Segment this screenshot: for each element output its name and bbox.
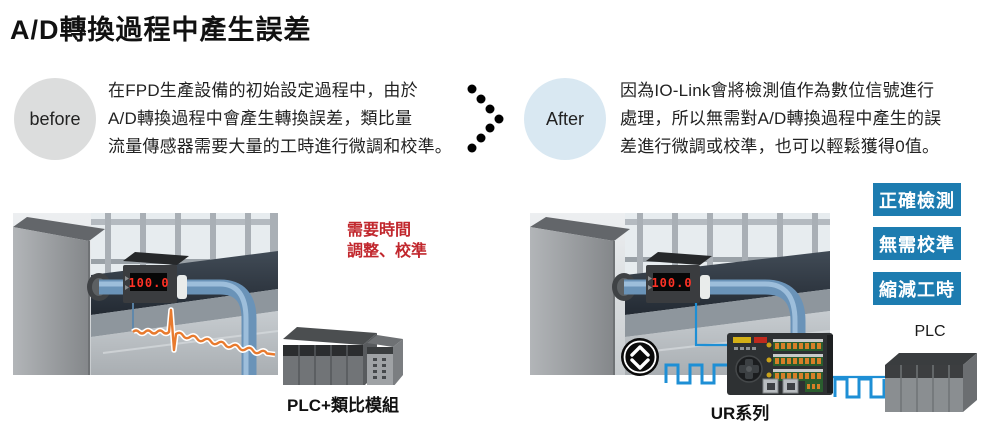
sensor-display-value: 100.0 [128,276,169,290]
after-badge: After [524,78,606,160]
plc-label: PLC [914,323,946,340]
pipe [99,279,257,375]
io-link-icon [621,338,659,376]
before-badge: before [14,78,96,160]
flow-sensor: 100.0 [646,252,712,303]
window-wall [91,213,278,275]
before-line-2: A/D轉換過程中會產生轉換誤差，類比量 [108,109,413,128]
wall-block [13,217,105,375]
sensor-screen [130,273,167,291]
right-caption: UR系列 [710,404,770,423]
page-title: A/D轉換過程中產生誤差 [10,15,312,45]
plc-box [885,353,977,412]
before-illustration: 100.0 [13,213,403,385]
annotation-line-2: 調整、校準 [347,243,428,260]
plc-analog-modules [283,327,403,385]
analog-signal-wave [131,307,276,358]
benefit-tag-no-calibration: 無需校準 [873,227,961,260]
chevron-right-dots-icon [467,84,504,153]
time-cost-annotation: 需要時間 調整、校準 [347,220,427,262]
analog-module [367,335,403,385]
ethernet-ports [762,378,799,394]
flow-sensor: 100.0 [123,252,189,303]
annotation-line-1: 需要時間 [347,222,412,239]
after-line-3: 差進行微調或校準，也可以輕鬆獲得0值。 [620,137,940,156]
after-description: 因為IO-Link會將檢測值作為數位信號進行 處理，所以無需對A/D轉換過程中產… [620,77,941,161]
sensor-display-value: 100.0 [651,276,692,290]
digital-signal-wiring [664,303,890,399]
benefit-tag-accurate-detection: 正確檢測 [873,183,961,216]
plc-rack [283,327,377,385]
ur-series-controller [727,333,833,395]
after-line-2: 處理，所以無需對A/D轉換過程中產生的誤 [620,109,942,128]
before-badge-label: before [29,108,81,129]
after-badge-label: After [545,108,584,129]
label-strip-yellow [733,337,751,343]
factory-photo-left: 100.0 [13,213,278,375]
terminal-rows [766,339,823,381]
pipe [624,279,806,375]
wall-block [530,217,630,375]
power-terminal [805,381,823,392]
label-strip-red [754,337,767,343]
benefit-tag-reduced-manhours: 縮減工時 [873,272,961,305]
sensor-screen [653,273,690,291]
dpad-control [735,355,763,383]
before-line-1: 在FPD生產設備的初始設定過程中，由於 [108,81,418,100]
before-description: 在FPD生產設備的初始設定過程中，由於 A/D轉換過程中會產生轉換誤差，類比量 … [108,77,452,161]
before-line-3: 流量傳感器需要大量的工時進行微調和校準。 [108,137,452,156]
after-line-1: 因為IO-Link會將檢測值作為數位信號進行 [620,81,935,100]
digital-square-wave-left [664,363,728,385]
after-illustration: 100.0 [530,213,977,412]
left-caption: PLC+類比模組 [287,396,399,415]
digital-square-wave-right [833,377,886,399]
